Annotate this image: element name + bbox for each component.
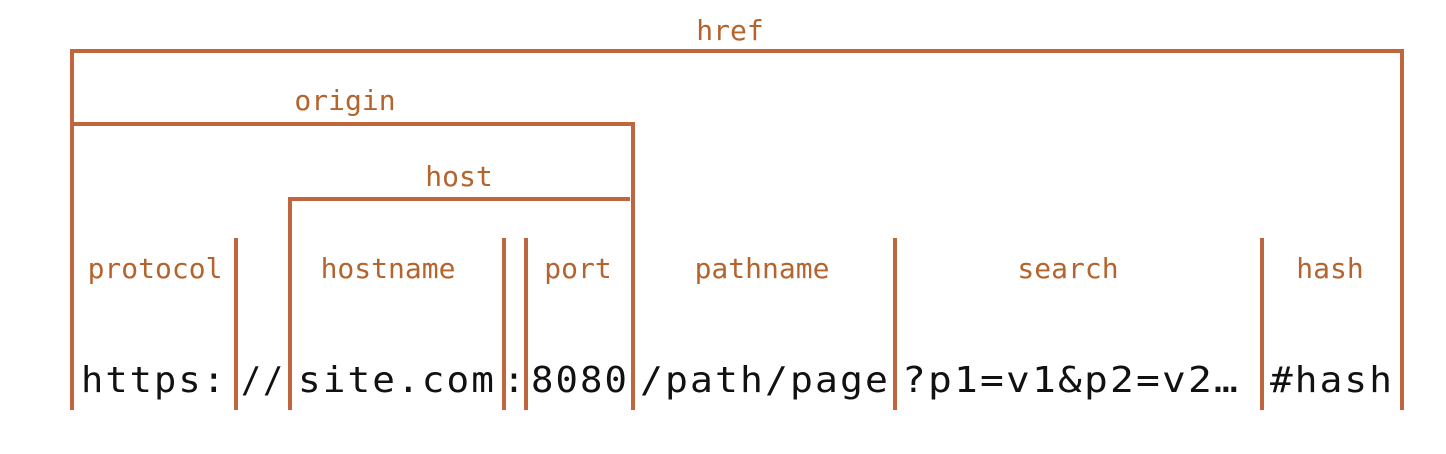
host-bracket [288, 197, 630, 410]
url-hostname: site.com [298, 360, 496, 401]
origin-bracket [72, 122, 635, 410]
port-label: port [544, 252, 611, 285]
url-search: ?p1=v1&p2=v2… [902, 360, 1240, 401]
href-label: href [696, 14, 763, 47]
protocol-label: protocol [88, 252, 223, 285]
href-bracket [70, 49, 1404, 410]
hostname-label: hostname [321, 252, 456, 285]
url-protocol: https: [81, 360, 227, 401]
url-colon: : [503, 360, 527, 401]
host-label: host [425, 160, 492, 193]
search-label: search [1017, 252, 1118, 285]
url-hash: #hash [1270, 360, 1394, 401]
url-port: 8080 [531, 360, 629, 401]
origin-label: origin [294, 84, 395, 117]
hash-label: hash [1296, 252, 1363, 285]
pathname-label: pathname [695, 252, 830, 285]
url-slashes: // [241, 360, 285, 401]
url-pathname: /path/page [640, 360, 890, 401]
